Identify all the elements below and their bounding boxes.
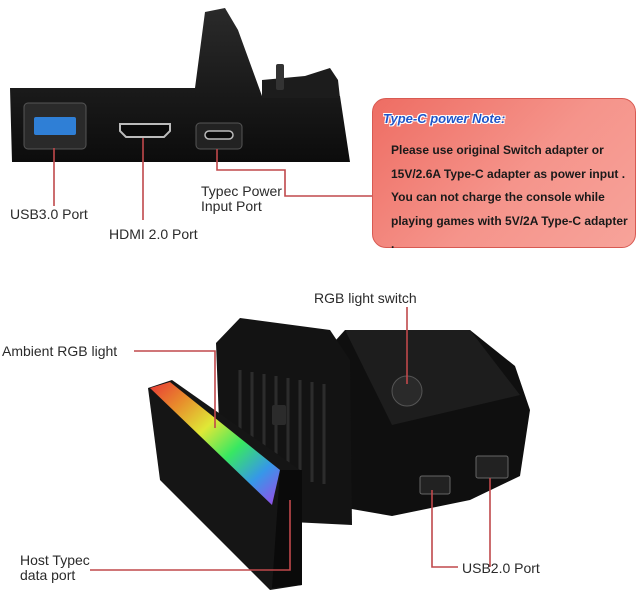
power-note-box: Type-C power Note: Please use original S… (372, 98, 636, 251)
usb2-port-b (475, 455, 509, 479)
host-typec-label: Host Typec data port (20, 552, 90, 583)
typec-power-leader-line (216, 149, 372, 197)
host-typec-leader-line (90, 500, 291, 571)
dock-typec-plug (276, 64, 284, 90)
dock-top-cradle (262, 68, 340, 98)
usb2-port-a (419, 475, 451, 495)
dock-top-surface (345, 330, 520, 425)
dock-front-edge (272, 470, 302, 588)
top-leader-lines (53, 138, 372, 220)
hdmi-port-label: HDMI 2.0 Port (109, 226, 198, 242)
power-note-title: Type-C power Note: (383, 111, 506, 126)
rgb-switch-label: RGB light switch (314, 290, 417, 306)
ambient-rgb-label: Ambient RGB light (2, 343, 118, 359)
dock-front-view (148, 318, 530, 590)
usb3-port-icon (34, 117, 76, 135)
bottom-leader-lines (90, 307, 491, 571)
typec-port-icon (204, 130, 234, 140)
power-note-body: Please use original Switch adapter or 15… (391, 143, 628, 251)
usb3-port-label: USB3.0 Port (10, 206, 88, 222)
rgb-light-strip (150, 382, 280, 505)
usb2-port-label: USB2.0 Port (462, 560, 540, 576)
hdmi-port-icon (119, 123, 171, 138)
dock-rear-view (10, 8, 350, 162)
dock-front-base (148, 380, 302, 590)
typec-power-label: Typec Power Input Port (201, 183, 282, 214)
dock-rear-body (10, 8, 350, 162)
host-typec-connector (272, 405, 286, 425)
usb2-leader-line-a (431, 490, 458, 568)
ambient-leader-line (134, 350, 216, 428)
